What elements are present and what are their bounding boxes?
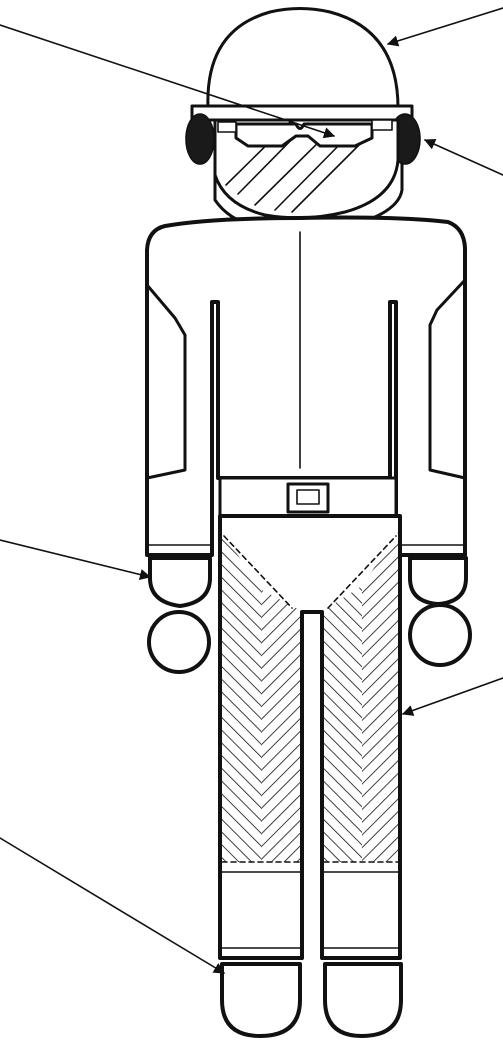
- left-leg-hatching-a: [222, 532, 262, 862]
- right-leg-hatching-b: [362, 532, 398, 862]
- right-glove: [408, 556, 468, 606]
- head-group: [185, 7, 421, 232]
- gloves-group: [147, 556, 472, 674]
- right-leg-hatching-a: [324, 586, 362, 862]
- ear-protection-left: [185, 113, 215, 165]
- belt-buckle-inner: [296, 489, 320, 505]
- glasses-left-temple: [217, 121, 237, 133]
- belt-group: [218, 476, 398, 518]
- left-arm-reflective-band: [145, 283, 187, 480]
- left-boot: [220, 962, 302, 1038]
- right-boot: [323, 962, 403, 1038]
- boots-leader: [0, 837, 225, 974]
- left-leg-hatching-b: [262, 590, 300, 862]
- ear-protection-leader: [423, 139, 503, 176]
- boots-group: [220, 962, 403, 1038]
- gloves-leader: [0, 539, 152, 581]
- coveralls-trousers: [218, 514, 402, 960]
- left-hand-circle: [147, 610, 211, 674]
- safety-glasses: [234, 122, 374, 148]
- right-hand-circle: [408, 603, 472, 667]
- left-glove: [148, 556, 212, 608]
- hard-hat: [206, 7, 400, 110]
- coveralls-leader: [401, 677, 503, 716]
- coveralls-jacket: [145, 215, 467, 557]
- hard-hat-leader: [386, 7, 503, 47]
- safety-glasses-leader: [0, 24, 336, 139]
- right-arm-reflective-band: [428, 278, 467, 480]
- leader-lines: [0, 7, 503, 974]
- jacket-body: [145, 215, 467, 557]
- hard-hat-brim: [190, 104, 414, 122]
- glasses-right-temple: [371, 119, 393, 131]
- crotch-seam: [223, 535, 397, 609]
